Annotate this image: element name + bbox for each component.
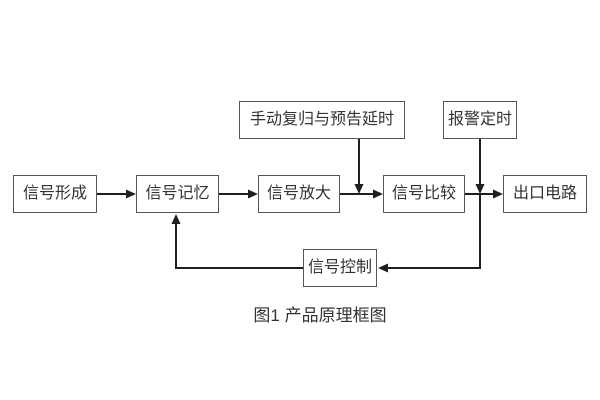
edge-manual-reset-drop bbox=[354, 139, 364, 194]
arrowhead-down-icon bbox=[354, 184, 364, 194]
arrowhead-down-icon bbox=[475, 184, 485, 194]
node-signal-compare: 信号比较 bbox=[383, 175, 465, 213]
arrowhead-right-icon bbox=[373, 189, 383, 199]
edge-control-to-memory bbox=[171, 214, 303, 269]
figure-caption: 图1 产品原理框图 bbox=[253, 306, 387, 325]
edge-alarm-timing-drop bbox=[475, 139, 485, 194]
edge-memory-to-amplify bbox=[219, 189, 258, 199]
arrowhead-right-icon bbox=[126, 189, 136, 199]
edge-junction-to-control bbox=[378, 194, 481, 273]
arrowhead-right-icon bbox=[493, 189, 503, 199]
node-signal-amplify: 信号放大 bbox=[258, 175, 340, 213]
edge-compare-to-output bbox=[465, 189, 503, 199]
node-signal-memory: 信号记忆 bbox=[136, 175, 219, 213]
node-signal-formation: 信号形成 bbox=[13, 175, 97, 213]
node-signal-control: 信号控制 bbox=[303, 249, 377, 287]
arrowhead-up-icon bbox=[171, 214, 181, 224]
node-alarm-timing: 报警定时 bbox=[443, 101, 517, 139]
node-manual-reset-delay: 手动复归与预告延时 bbox=[239, 101, 405, 139]
edge-amplify-to-compare bbox=[340, 189, 383, 199]
arrowhead-right-icon bbox=[248, 189, 258, 199]
arrowhead-left-icon bbox=[378, 263, 388, 273]
node-output-circuit: 出口电路 bbox=[503, 175, 587, 213]
edge-formation-to-memory bbox=[97, 189, 136, 199]
